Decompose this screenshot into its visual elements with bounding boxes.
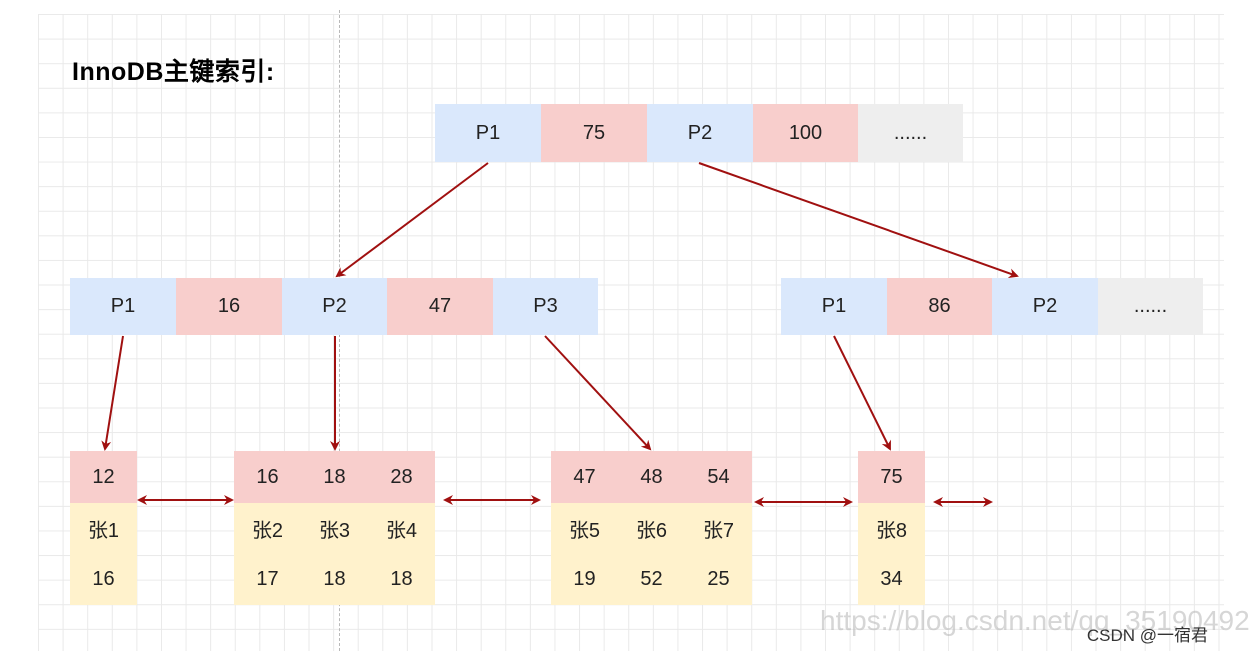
arrow-root-p2-to-internal-right (698, 162, 1019, 279)
leaf-3-value-2: 52 (618, 554, 685, 605)
leaf-3-name-3: 张7 (685, 503, 752, 554)
leaf-4-name: 张8 (858, 503, 925, 554)
leaf-3-key-48: 48 (618, 451, 685, 503)
leaf-2-name-2: 张3 (301, 503, 368, 554)
internal-left-pointer-p1: P1 (70, 278, 176, 335)
watermark-text: https://blog.csdn.net/qq_35190492 (820, 605, 1250, 636)
root-key-75: 75 (541, 104, 647, 162)
diagram-title: InnoDB主键索引: (72, 58, 275, 86)
leaf-2-key-28: 28 (368, 451, 435, 503)
internal-left-pointer-p2: P2 (282, 278, 387, 335)
arrow-root-p1-to-internal-left (335, 162, 489, 278)
leaf-4-key-75: 75 (858, 451, 925, 503)
leaf-3-key-54: 54 (685, 451, 752, 503)
leaf-2-value-1: 17 (234, 554, 301, 605)
internal-left-pointer-p3: P3 (493, 278, 598, 335)
leaf-2-key-16: 16 (234, 451, 301, 503)
leaf-2-value-3: 18 (368, 554, 435, 605)
internal-right-key-86: 86 (887, 278, 992, 335)
credit-text: CSDN @一宿君 (1086, 626, 1208, 645)
leaf-3-name-2: 张6 (618, 503, 685, 554)
internal-right-pointer-p2: P2 (992, 278, 1098, 335)
internal-right-more-ellipsis: ...... (1098, 278, 1203, 335)
leaf-3-key-47: 47 (551, 451, 618, 503)
leaf-1-key-12: 12 (70, 451, 137, 503)
arrow-internal-right-p1-to-leaf-4 (833, 335, 891, 451)
root-more-ellipsis: ...... (858, 104, 963, 162)
internal-left-key-47: 47 (387, 278, 493, 335)
leaf-2-name-1: 张2 (234, 503, 301, 554)
arrow-internal-left-p1-to-leaf-1 (101, 335, 124, 451)
leaf-1-name: 张1 (70, 503, 137, 554)
root-key-100: 100 (753, 104, 858, 162)
internal-right-pointer-p1: P1 (781, 278, 887, 335)
root-pointer-p2: P2 (647, 104, 753, 162)
arrow-internal-left-p3-to-leaf-3 (544, 335, 652, 451)
leaf-3-value-1: 19 (551, 554, 618, 605)
leaf-2-name-3: 张4 (368, 503, 435, 554)
leaf-3-value-3: 25 (685, 554, 752, 605)
leaf-3-name-1: 张5 (551, 503, 618, 554)
leaf-4-value: 34 (858, 554, 925, 605)
leaf-2-value-2: 18 (301, 554, 368, 605)
arrows-layer (101, 162, 1019, 507)
root-pointer-p1: P1 (435, 104, 541, 162)
internal-left-key-16: 16 (176, 278, 282, 335)
diagram-canvas: InnoDB主键索引: P1 75 P2 100 ...... P1 16 P2… (38, 10, 1250, 651)
leaf-1-value: 16 (70, 554, 137, 605)
leaf-2-key-18: 18 (301, 451, 368, 503)
